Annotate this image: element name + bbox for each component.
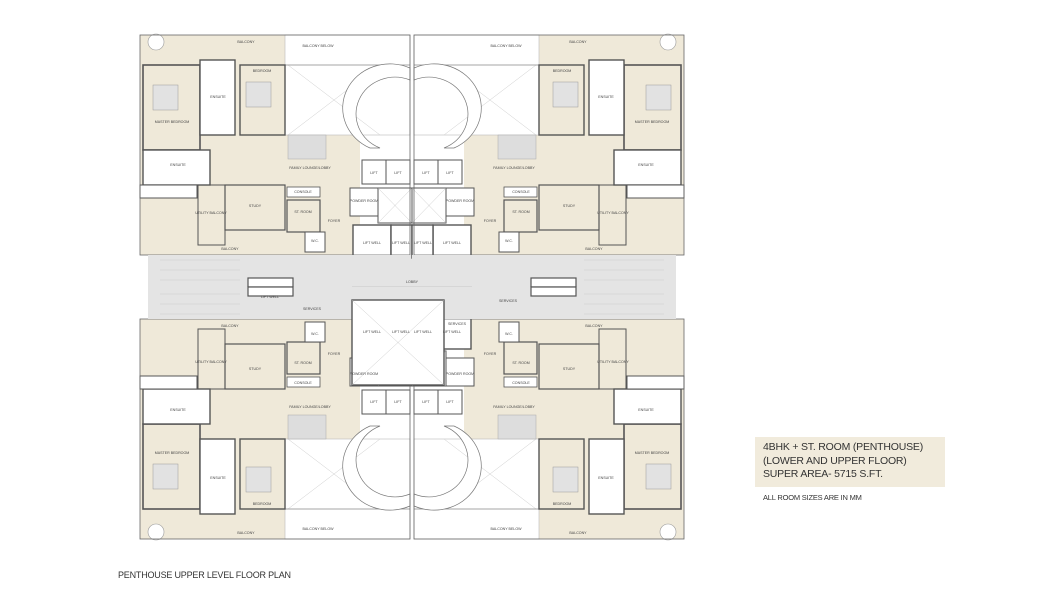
label-wc: W.C. bbox=[311, 332, 319, 336]
label-balcony: BALCONY bbox=[237, 531, 255, 535]
label-family-lounge: FAMILY LOUNGE/LOBBY bbox=[493, 166, 535, 170]
label-balcony: BALCONY bbox=[569, 40, 587, 44]
label-lift: LIFT bbox=[394, 171, 402, 175]
label-utility-balcony: UTILITY BALCONY bbox=[195, 211, 227, 215]
label-family-lounge: FAMILY LOUNGE/LOBBY bbox=[289, 166, 331, 170]
label-family-lounge: FAMILY LOUNGE/LOBBY bbox=[289, 405, 331, 409]
quadrant-top-left bbox=[139, 33, 413, 288]
plan-title: PENTHOUSE UPPER LEVEL FLOOR PLAN bbox=[118, 570, 291, 580]
label-lift: LIFT bbox=[394, 400, 402, 404]
super-area: SUPER AREA- 5715 S.FT. bbox=[763, 468, 883, 480]
label-study: STUDY bbox=[249, 204, 262, 208]
label-powder-room: POWDER ROOM bbox=[446, 372, 474, 376]
label-bedroom: BEDROOM bbox=[253, 69, 272, 73]
label-wc: W.C. bbox=[311, 239, 319, 243]
label-utility-balcony: UTILITY BALCONY bbox=[597, 211, 629, 215]
unit-floors: (LOWER AND UPPER FLOOR) bbox=[763, 454, 907, 467]
label-balcony: BALCONY bbox=[221, 247, 239, 251]
label-balcony-below: BALCONY BELOW bbox=[302, 527, 334, 531]
label-study: STUDY bbox=[563, 204, 576, 208]
label-lift-well: LIFT WELL bbox=[363, 241, 381, 245]
label-st-room: ST. ROOM bbox=[512, 361, 529, 365]
label-lift: LIFT bbox=[422, 171, 430, 175]
label-balcony: BALCONY bbox=[237, 40, 255, 44]
label-foyer: FOYER bbox=[484, 352, 497, 356]
unit-info-box: 4BHK + ST. ROOM (PENTHOUSE) (LOWER AND U… bbox=[755, 437, 945, 487]
label-foyer: FOYER bbox=[328, 219, 341, 223]
label-bedroom: BEDROOM bbox=[553, 502, 572, 506]
label-ensuite: ENSUITE bbox=[598, 476, 614, 480]
label-wc: W.C. bbox=[505, 332, 513, 336]
label-lobby: LOBBY bbox=[406, 280, 419, 284]
label-family-lounge: FAMILY LOUNGE/LOBBY bbox=[493, 405, 535, 409]
label-console: CONSOLE bbox=[512, 190, 530, 194]
label-wc: W.C. bbox=[505, 239, 513, 243]
label-lift-well: LIFT WELL bbox=[392, 241, 410, 245]
label-lift-well: LIFT WELL bbox=[414, 330, 432, 334]
label-st-room: ST. ROOM bbox=[512, 210, 529, 214]
label-ensuite: ENSUITE bbox=[170, 408, 186, 412]
label-balcony: BALCONY bbox=[569, 531, 587, 535]
label-lift: LIFT bbox=[446, 171, 454, 175]
label-lift: LIFT bbox=[370, 400, 378, 404]
label-foyer: FOYER bbox=[328, 352, 341, 356]
label-ensuite: ENSUITE bbox=[598, 95, 614, 99]
label-balcony-below: BALCONY BELOW bbox=[490, 527, 522, 531]
label-utility-balcony: UTILITY BALCONY bbox=[597, 360, 629, 364]
label-bedroom: BEDROOM bbox=[553, 69, 572, 73]
label-ensuite: ENSUITE bbox=[170, 163, 186, 167]
label-ensuite: ENSUITE bbox=[210, 95, 226, 99]
label-ensuite: ENSUITE bbox=[638, 408, 654, 412]
label-lift-well: LIFT WELL bbox=[392, 330, 410, 334]
label-lift-well: LIFT WELL bbox=[443, 330, 461, 334]
label-powder-room: POWDER ROOM bbox=[446, 199, 474, 203]
label-balcony: BALCONY bbox=[221, 324, 239, 328]
label-lift-well: LIFT WELL bbox=[363, 330, 381, 334]
label-lift-well: LIFT WELL bbox=[261, 295, 279, 299]
label-lift: LIFT bbox=[422, 400, 430, 404]
label-services: SERVICES bbox=[448, 322, 467, 326]
label-master-bedroom: MASTER BEDROOM bbox=[635, 451, 670, 455]
label-console: CONSOLE bbox=[294, 381, 312, 385]
label-study: STUDY bbox=[563, 367, 576, 371]
label-lift-well: LIFT WELL bbox=[443, 241, 461, 245]
label-study: STUDY bbox=[249, 367, 262, 371]
label-balcony: BALCONY bbox=[585, 247, 603, 251]
label-foyer: FOYER bbox=[484, 219, 497, 223]
label-lift: LIFT bbox=[446, 400, 454, 404]
label-lift-well: LIFT WELL bbox=[414, 241, 432, 245]
label-st-room: ST. ROOM bbox=[294, 210, 311, 214]
label-services: SERVICES bbox=[303, 307, 322, 311]
quadrant-top-right bbox=[411, 33, 685, 288]
label-balcony: BALCONY bbox=[585, 324, 603, 328]
room-labels: BALCONY BALCONY BELOW BEDROOM ENSUITE MASTER… bbox=[155, 40, 670, 535]
label-st-room: ST. ROOM bbox=[294, 361, 311, 365]
unit-type: 4BHK + ST. ROOM (PENTHOUSE) bbox=[763, 441, 924, 453]
label-powder-room: POWDER ROOM bbox=[350, 372, 378, 376]
label-console: CONSOLE bbox=[294, 190, 312, 194]
label-master-bedroom: MASTER BEDROOM bbox=[155, 120, 190, 124]
label-master-bedroom: MASTER BEDROOM bbox=[155, 451, 190, 455]
label-console: CONSOLE bbox=[512, 381, 530, 385]
label-ensuite: ENSUITE bbox=[210, 476, 226, 480]
room-size-note: ALL ROOM SIZES ARE IN MM bbox=[763, 493, 862, 502]
label-ensuite: ENSUITE bbox=[638, 163, 654, 167]
label-bedroom: BEDROOM bbox=[253, 502, 272, 506]
label-powder-room: POWDER ROOM bbox=[350, 199, 378, 203]
label-balcony-below: BALCONY BELOW bbox=[490, 44, 522, 48]
label-balcony-below: BALCONY BELOW bbox=[302, 44, 334, 48]
label-services: SERVICES bbox=[499, 299, 518, 303]
label-utility-balcony: UTILITY BALCONY bbox=[195, 360, 227, 364]
label-master-bedroom: MASTER BEDROOM bbox=[635, 120, 670, 124]
label-lift: LIFT bbox=[370, 171, 378, 175]
